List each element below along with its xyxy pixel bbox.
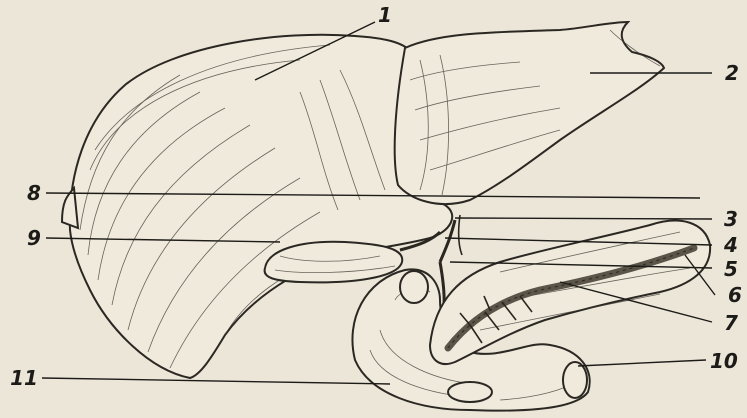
label-5: 5 xyxy=(724,257,738,281)
label-9: 9 xyxy=(27,226,41,250)
label-6: 6 xyxy=(728,283,742,307)
liver-left-lobe xyxy=(395,22,664,204)
label-4: 4 xyxy=(723,233,738,257)
label-7: 7 xyxy=(724,311,738,335)
label-10: 10 xyxy=(710,349,738,373)
label-3: 3 xyxy=(724,207,738,231)
label-1: 1 xyxy=(378,3,392,27)
label-2: 2 xyxy=(725,61,739,85)
label-8: 8 xyxy=(27,181,41,205)
gallbladder xyxy=(265,242,403,283)
label-11: 11 xyxy=(10,366,38,390)
pancreas xyxy=(430,221,710,364)
